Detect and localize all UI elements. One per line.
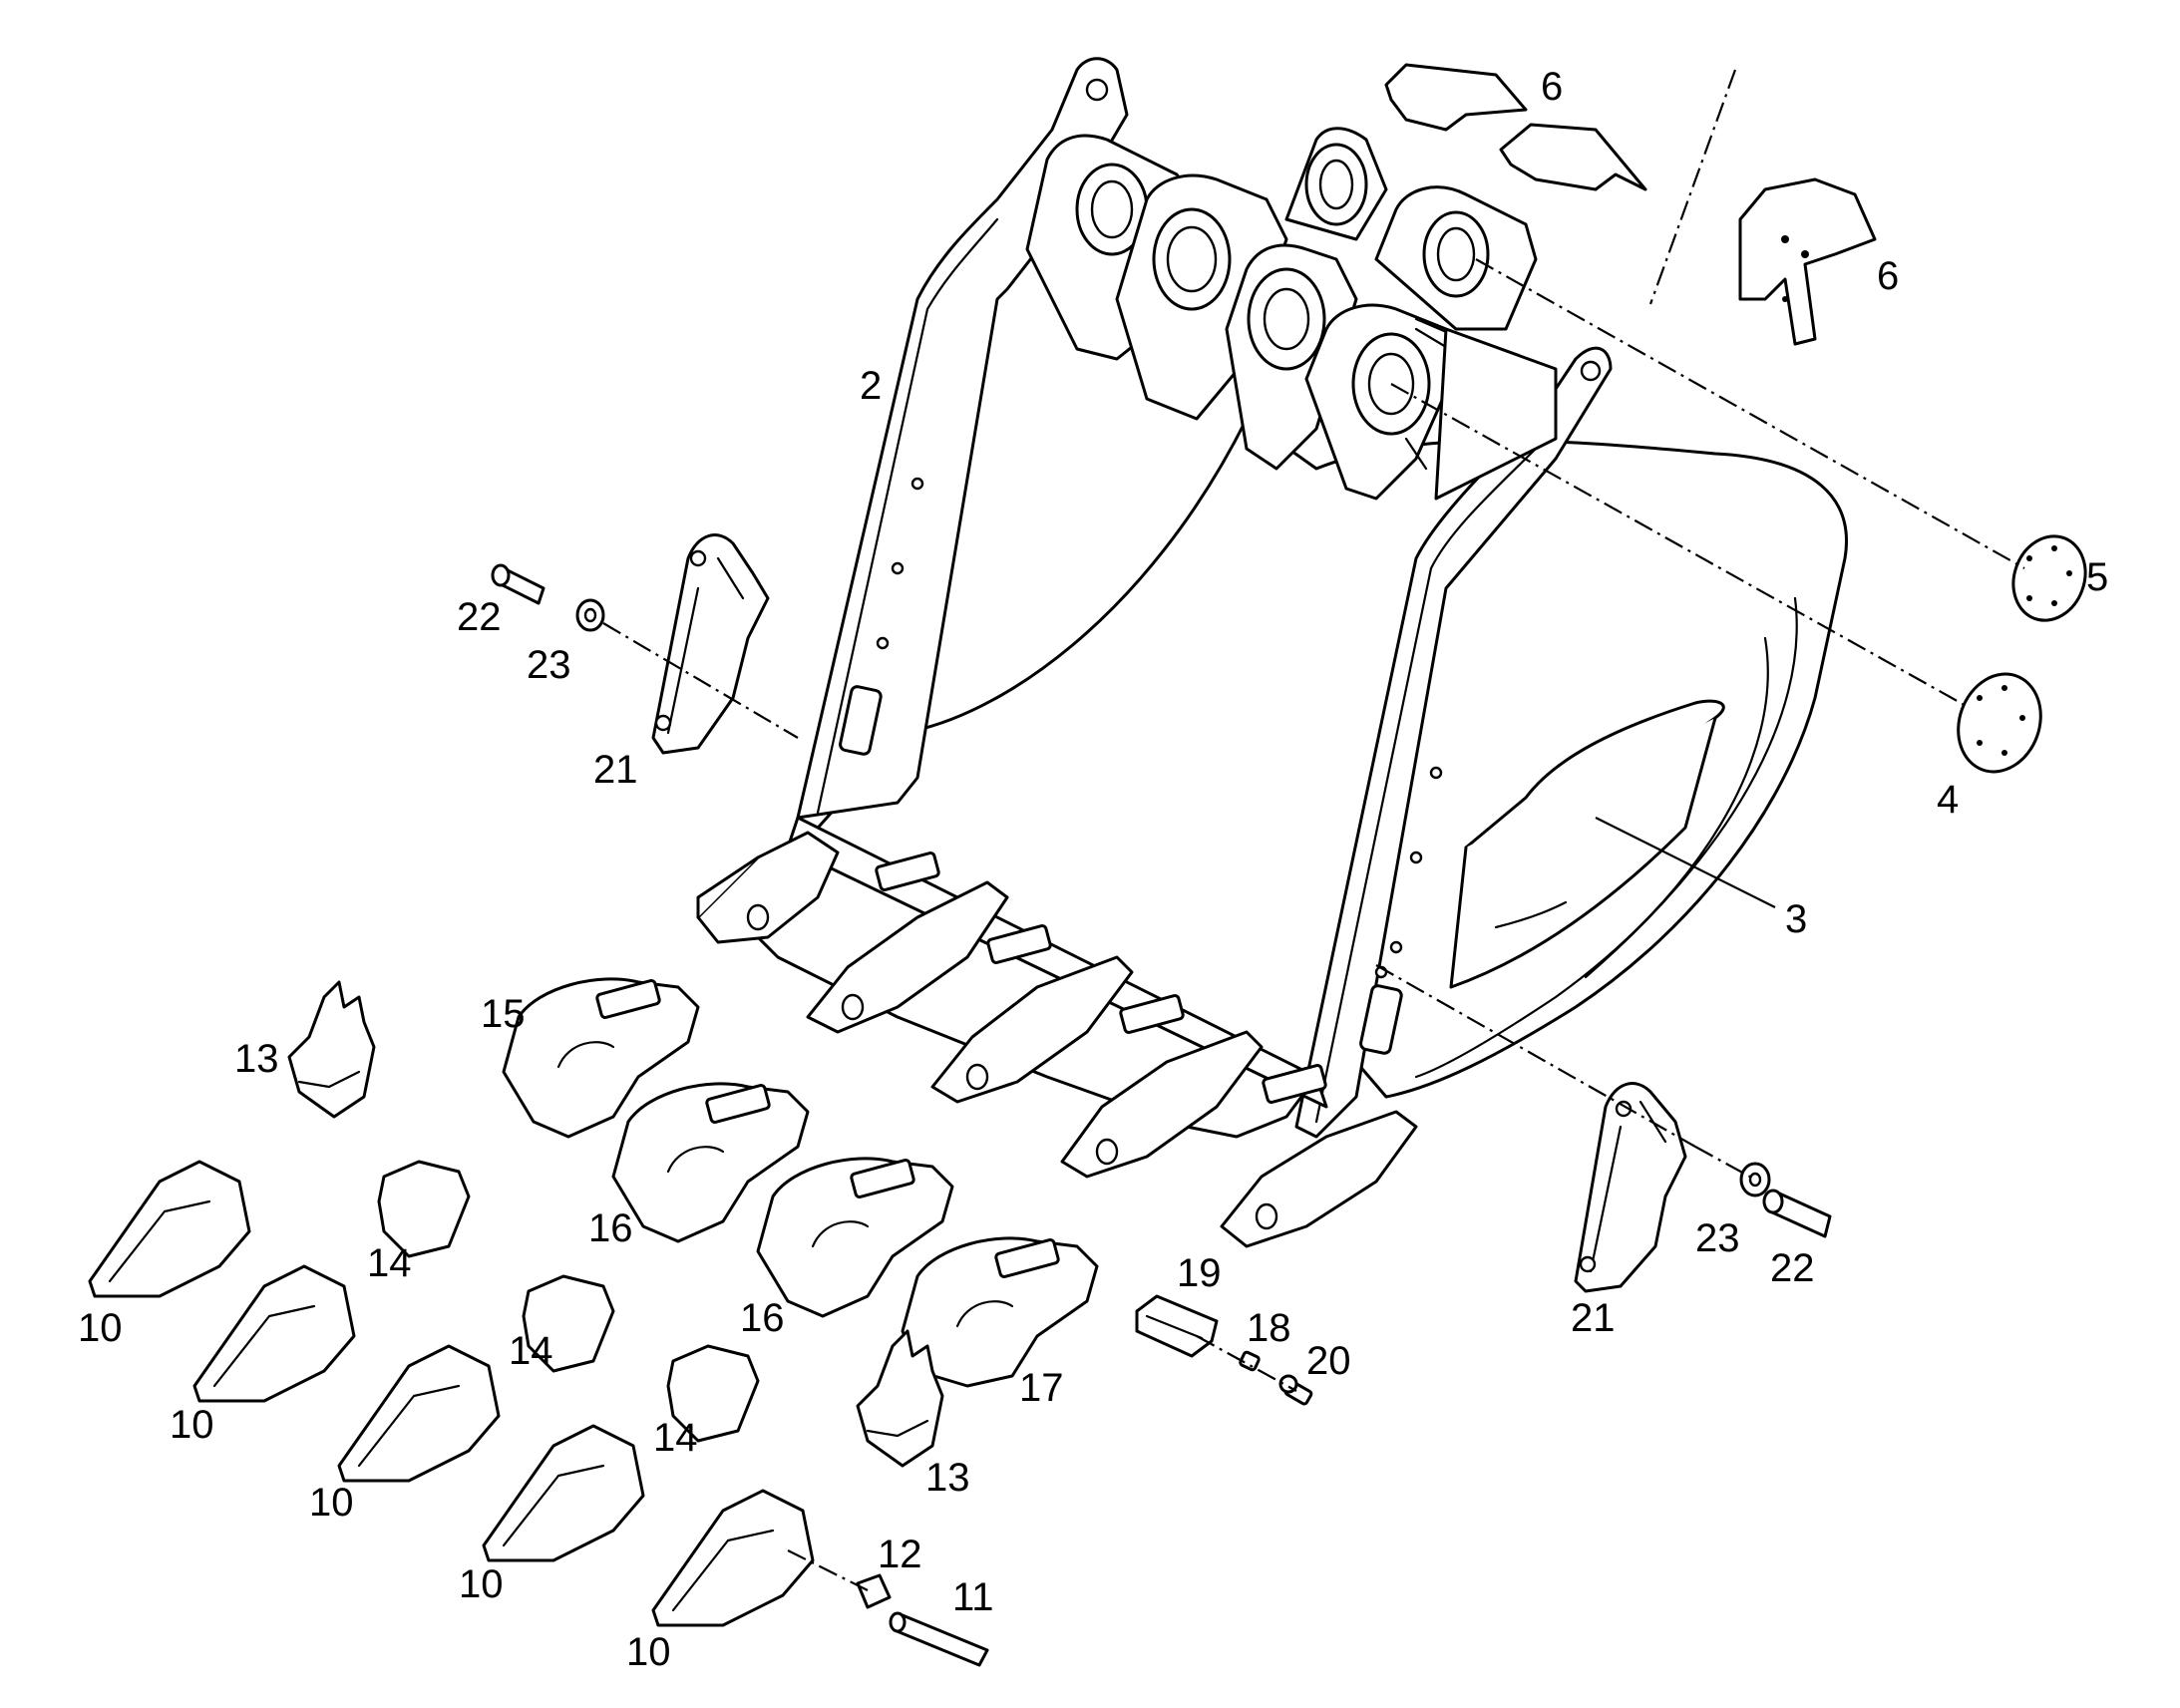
callout-12: 12	[878, 1533, 922, 1576]
callout-labels: 2 3 4 5 6 6 10 10 10 10 10 11 12 13 13 1…	[78, 65, 2108, 1674]
callout-21-left: 21	[593, 748, 638, 792]
shroud-17	[901, 1236, 1099, 1388]
shroud-15	[502, 977, 700, 1139]
washer-23-right	[1739, 1162, 1771, 1197]
callout-16-a: 16	[588, 1206, 633, 1250]
leader-lines	[1595, 817, 1776, 908]
adapter-cover-13-bottom	[856, 1329, 944, 1468]
side-cutter-21-left	[651, 533, 770, 755]
callout-17: 17	[1019, 1366, 1064, 1410]
clip-19	[1135, 1294, 1219, 1358]
cover-plate-5	[2011, 534, 2087, 622]
callout-18: 18	[1247, 1306, 1291, 1350]
callout-14-a: 14	[367, 1241, 412, 1285]
callout-13-top: 13	[234, 1037, 279, 1081]
retainer-14-c	[666, 1344, 760, 1443]
callout-6-top: 6	[1541, 65, 1563, 109]
tooth-10-a	[88, 1160, 251, 1298]
callout-16-b: 16	[740, 1296, 785, 1340]
tooth-10-b	[192, 1264, 356, 1403]
callout-5: 5	[2086, 555, 2108, 599]
callout-10-b: 10	[170, 1403, 214, 1447]
callout-19: 19	[1177, 1251, 1222, 1295]
callout-22-right: 22	[1770, 1246, 1815, 1290]
pin-11	[889, 1611, 989, 1667]
wear-plate-6-right	[1738, 177, 1877, 346]
callout-14-b: 14	[509, 1329, 553, 1373]
callout-10-a: 10	[78, 1306, 123, 1350]
retainer-12	[856, 1573, 892, 1609]
bucket-hinge-lugs	[1025, 127, 1558, 501]
callout-21-right: 21	[1571, 1296, 1616, 1340]
washer-23-left	[575, 598, 605, 632]
shroud-16-a	[611, 1082, 810, 1243]
pin-22-right	[1762, 1189, 1832, 1238]
callout-6-right: 6	[1877, 254, 1899, 298]
callout-20: 20	[1306, 1339, 1351, 1383]
callout-11: 11	[952, 1575, 994, 1619]
retainer-14-b	[522, 1274, 615, 1373]
callout-10-d: 10	[459, 1562, 504, 1606]
callout-2: 2	[860, 364, 882, 408]
callout-23-left: 23	[527, 643, 571, 687]
callout-4: 4	[1937, 778, 1959, 822]
callout-14-c: 14	[653, 1416, 698, 1460]
shroud-16-b	[756, 1157, 954, 1318]
tooth-10-c	[337, 1344, 501, 1483]
callout-13-bottom: 13	[925, 1456, 970, 1500]
pin-18	[1239, 1350, 1261, 1372]
callout-3: 3	[1785, 897, 1807, 941]
cover-plate-4	[1957, 672, 2042, 774]
retainer-14-a	[377, 1160, 471, 1258]
adapter-cover-13-top	[287, 980, 376, 1119]
side-cutter-21-right	[1574, 1082, 1687, 1293]
callout-23-right: 23	[1695, 1216, 1740, 1260]
centerlines	[602, 69, 2025, 1591]
tooth-10-d	[482, 1424, 645, 1562]
lip-adapters	[696, 831, 1418, 1248]
tooth-10-e	[651, 1489, 815, 1627]
callout-15: 15	[481, 992, 526, 1036]
pin-22-left	[491, 563, 545, 605]
callout-10-c: 10	[309, 1481, 354, 1525]
wear-plate-6-top	[1384, 63, 1647, 191]
callout-22-left: 22	[457, 595, 502, 639]
callout-10-e: 10	[626, 1630, 671, 1674]
